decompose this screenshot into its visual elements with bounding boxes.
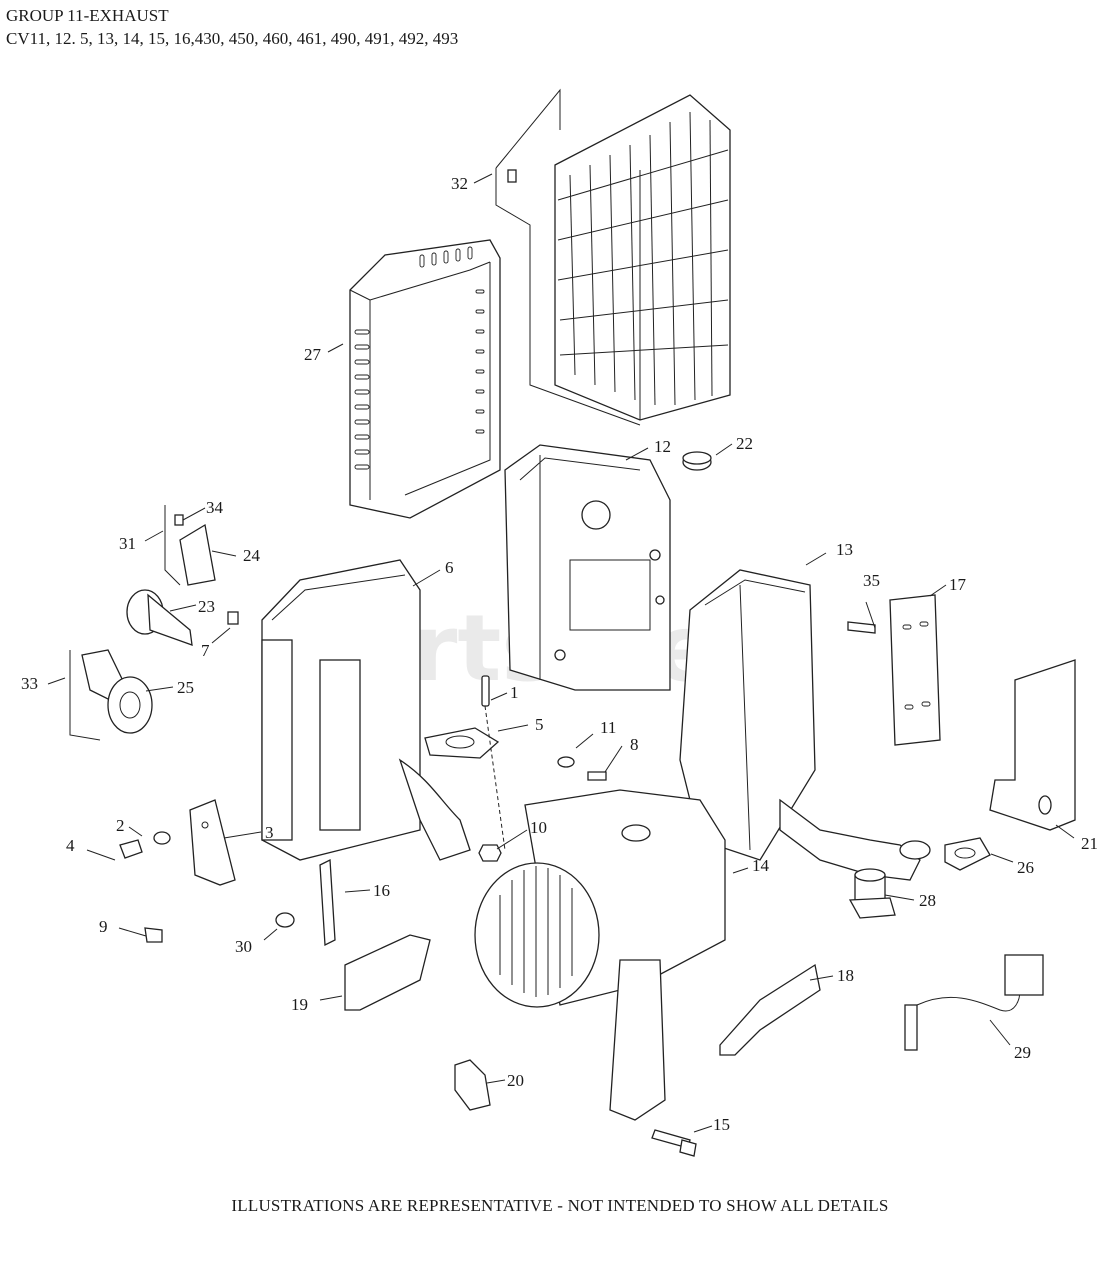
stud-alignment-line xyxy=(484,705,506,851)
leader-lines xyxy=(47,173,1075,1133)
part-gasket-5[interactable] xyxy=(424,727,500,759)
part-oxygen-sensor-29[interactable] xyxy=(904,954,1044,1051)
callout-13[interactable]: 13 xyxy=(836,540,853,559)
callout-24[interactable]: 24 xyxy=(243,546,261,565)
part-muffler-6[interactable] xyxy=(261,559,471,861)
shield-slots xyxy=(354,246,485,470)
callout-10[interactable]: 10 xyxy=(530,818,547,837)
callout-22[interactable]: 22 xyxy=(736,434,753,453)
callout-16[interactable]: 16 xyxy=(373,881,390,900)
callout-21[interactable]: 21 xyxy=(1081,834,1098,853)
callout-6[interactable]: 6 xyxy=(445,558,454,577)
part-screw-7[interactable] xyxy=(227,611,239,625)
callout-19[interactable]: 19 xyxy=(291,995,308,1014)
callout-5[interactable]: 5 xyxy=(535,715,544,734)
callout-34[interactable]: 34 xyxy=(206,498,224,517)
disclaimer-footer: ILLUSTRATIONS ARE REPRESENTATIVE - NOT I… xyxy=(231,1196,889,1215)
part-tailpipe-23[interactable] xyxy=(126,589,193,646)
part-plug[interactable] xyxy=(682,451,712,471)
callout-27[interactable]: 27 xyxy=(304,345,322,364)
part-screw-15[interactable] xyxy=(651,1129,697,1157)
callout-25[interactable]: 25 xyxy=(177,678,194,697)
part-muffler-cover[interactable] xyxy=(504,444,671,691)
part-nut-10[interactable] xyxy=(478,844,502,862)
part-muffler-14[interactable] xyxy=(474,789,726,1121)
callout-31[interactable]: 31 xyxy=(119,534,136,553)
callout-1[interactable]: 1 xyxy=(510,683,519,702)
part-washer-30[interactable] xyxy=(275,912,295,928)
callout-17[interactable]: 17 xyxy=(949,575,967,594)
part-screw-9[interactable] xyxy=(144,927,163,943)
callout-30[interactable]: 30 xyxy=(235,937,252,956)
callout-labels: 32 27 12 22 13 6 35 17 34 31 24 23 7 33 … xyxy=(21,174,1098,1134)
part-flange-25[interactable] xyxy=(107,676,153,734)
part-washer-2[interactable] xyxy=(153,831,171,845)
part-bracket-20[interactable] xyxy=(454,1059,491,1111)
part-bracket-18[interactable] xyxy=(719,963,821,1056)
part-adapter-28[interactable] xyxy=(848,868,896,919)
callout-4[interactable]: 4 xyxy=(66,836,75,855)
part-stud-1[interactable] xyxy=(481,675,490,707)
callout-3[interactable]: 3 xyxy=(265,823,274,842)
callout-11[interactable]: 11 xyxy=(600,718,616,737)
part-bracket-3[interactable] xyxy=(189,799,236,886)
callout-15[interactable]: 15 xyxy=(713,1115,730,1134)
callout-33[interactable]: 33 xyxy=(21,674,38,693)
callout-9[interactable]: 9 xyxy=(99,917,108,936)
part-deflector-24[interactable] xyxy=(164,505,216,586)
part-screw-35[interactable] xyxy=(847,621,876,634)
part-screw-4[interactable] xyxy=(119,839,143,859)
callout-29[interactable]: 29 xyxy=(1014,1043,1031,1062)
part-heat-shield[interactable] xyxy=(349,239,501,519)
callout-12[interactable]: 12 xyxy=(654,437,671,456)
callout-14[interactable]: 14 xyxy=(752,856,770,875)
callout-18[interactable]: 18 xyxy=(837,966,854,985)
callout-32[interactable]: 32 xyxy=(451,174,468,193)
callout-20[interactable]: 20 xyxy=(507,1071,524,1090)
part-bracket-21[interactable] xyxy=(989,659,1076,831)
model-list: CV11, 12. 5, 13, 14, 15, 16,430, 450, 46… xyxy=(6,29,459,48)
diagram-title: GROUP 11-EXHAUST xyxy=(6,6,169,25)
callout-2[interactable]: 2 xyxy=(116,816,125,835)
part-muffler-13[interactable] xyxy=(679,569,931,881)
callout-28[interactable]: 28 xyxy=(919,891,936,910)
part-screw-8[interactable] xyxy=(587,771,607,781)
callout-23[interactable]: 23 xyxy=(198,597,215,616)
callout-8[interactable]: 8 xyxy=(630,735,639,754)
callout-35[interactable]: 35 xyxy=(863,571,880,590)
part-gasket-26[interactable] xyxy=(944,837,991,871)
callout-26[interactable]: 26 xyxy=(1017,858,1034,877)
part-wire-guard[interactable] xyxy=(495,88,731,426)
callout-7[interactable]: 7 xyxy=(201,641,210,660)
part-bracket-17[interactable] xyxy=(889,594,941,746)
part-bracket-16[interactable] xyxy=(319,858,336,947)
part-bracket-19[interactable] xyxy=(344,934,431,1011)
part-washer-11[interactable] xyxy=(557,756,575,768)
